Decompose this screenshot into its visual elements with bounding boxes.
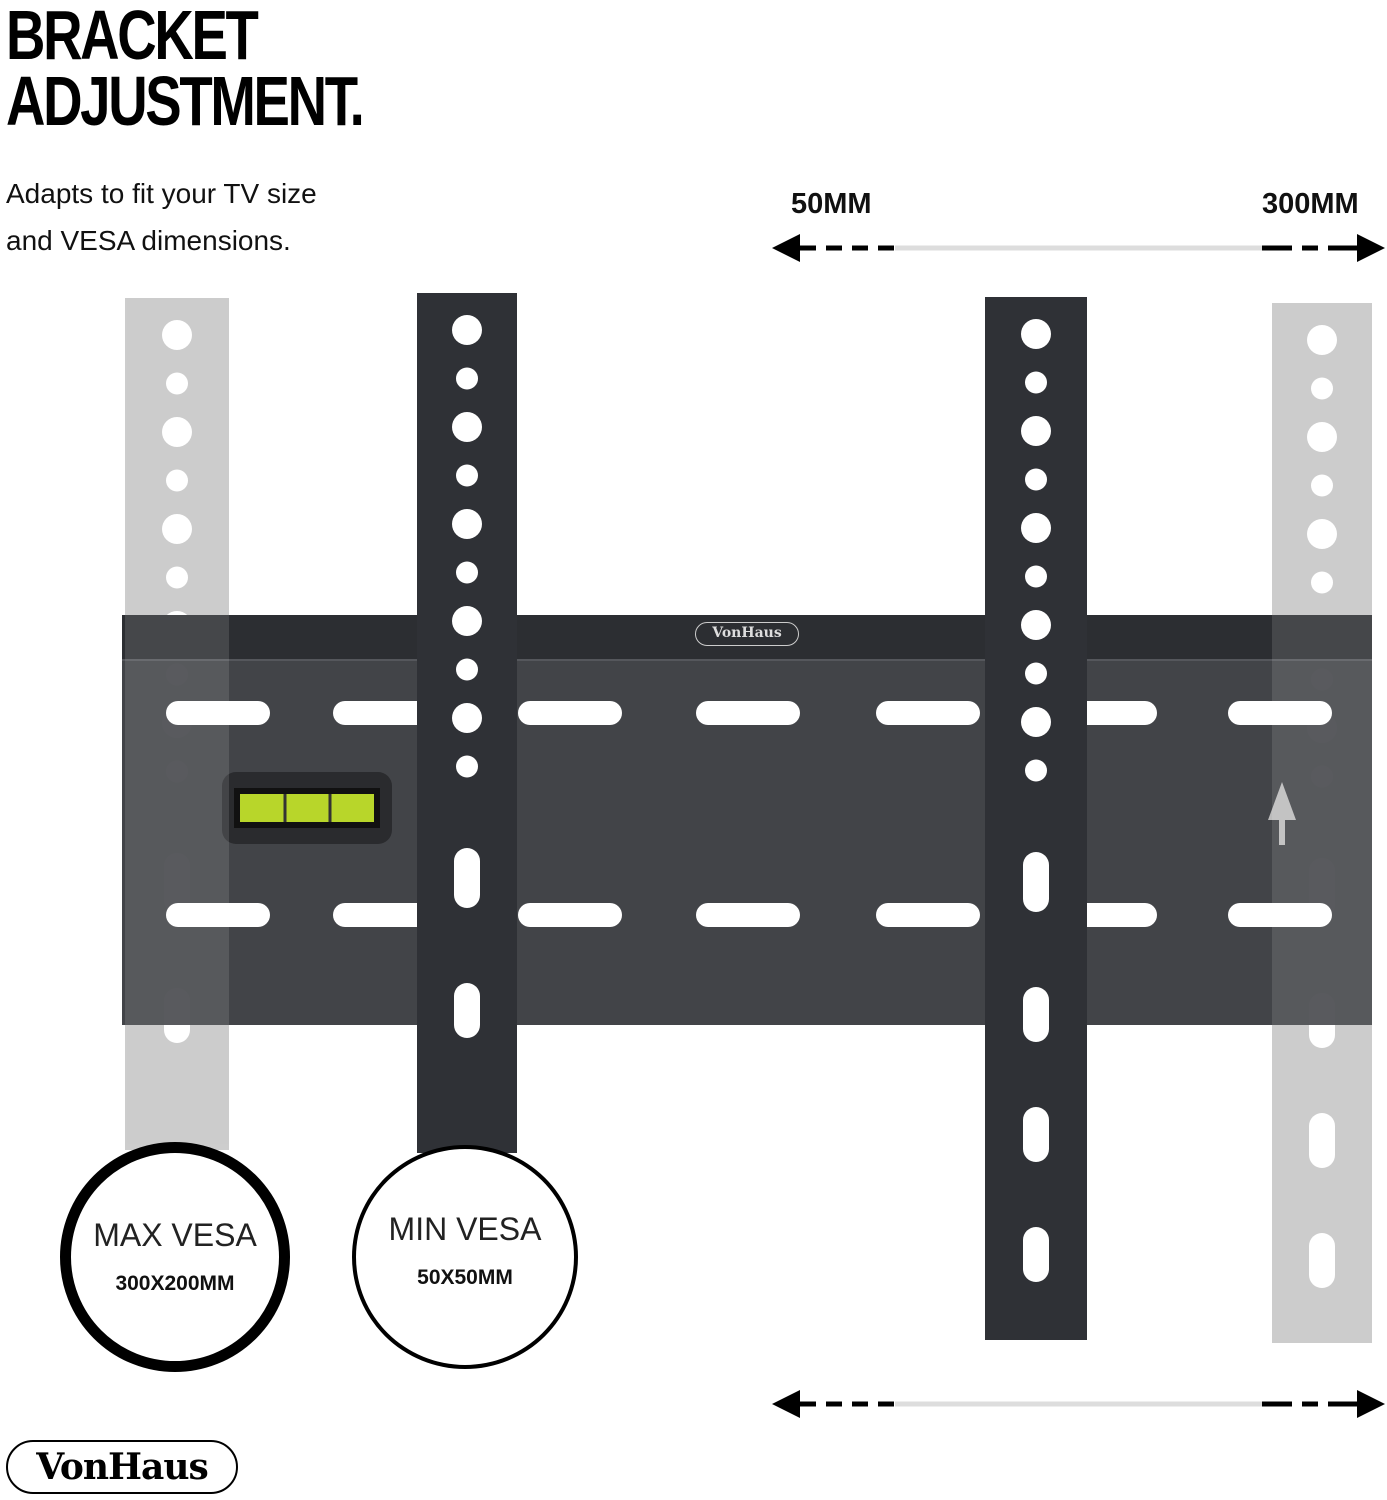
- mounting-hole: [452, 606, 482, 636]
- min-vesa-value: 50X50MM: [417, 1266, 513, 1289]
- plate-slot: [166, 903, 270, 927]
- mounting-hole: [162, 514, 192, 544]
- mounting-hole: [1025, 468, 1047, 491]
- ghost-overlay: [1272, 615, 1372, 1025]
- vesa-bar-right-body: [985, 297, 1087, 1340]
- up-arrow-icon: [1268, 782, 1296, 845]
- plate-slot: [333, 701, 437, 725]
- max-vesa-badge: MAX VESA 300X200MM: [60, 1142, 290, 1372]
- mounting-slot: [1023, 1107, 1049, 1162]
- mounting-hole: [1311, 377, 1333, 400]
- plate-slot: [518, 903, 622, 927]
- plate-slot: [696, 903, 800, 927]
- top-dimension-arrow: [772, 234, 1385, 262]
- min-width-label: 50MM: [791, 188, 872, 220]
- arrow-right-icon: [1357, 234, 1385, 262]
- bottom-dimension-arrow: [772, 1390, 1385, 1418]
- mounting-slot: [1309, 1113, 1335, 1168]
- max-vesa-value: 300X200MM: [115, 1272, 235, 1295]
- mounting-hole: [456, 367, 478, 390]
- heading-line-1: BRACKET: [6, 0, 259, 74]
- mounting-hole: [1021, 416, 1051, 446]
- plate-slot: [876, 903, 980, 927]
- mounting-hole: [1021, 319, 1051, 349]
- plate-slot: [1228, 701, 1332, 725]
- mounting-hole: [166, 372, 188, 395]
- mounting-hole: [1025, 371, 1047, 394]
- mounting-hole: [1025, 662, 1047, 685]
- plate-slot: [1228, 903, 1332, 927]
- vesa-bar-right: [985, 297, 1087, 1340]
- plate-slot: [166, 701, 270, 725]
- mounting-hole: [166, 469, 188, 492]
- brand-logo: VonHaus: [6, 1440, 238, 1494]
- mounting-hole: [1021, 513, 1051, 543]
- mounting-hole: [1025, 759, 1047, 782]
- mounting-hole: [162, 417, 192, 447]
- plate-slot: [518, 701, 622, 725]
- vesa-bar-left: [417, 293, 517, 1153]
- mounting-hole: [456, 464, 478, 487]
- mounting-slot: [454, 848, 480, 908]
- mounting-hole: [1025, 565, 1047, 588]
- mounting-slot: [1023, 987, 1049, 1042]
- max-width-label: 300MM: [1262, 188, 1359, 220]
- min-vesa-badge: MIN VESA 50X50MM: [352, 1145, 578, 1369]
- heading-line-2: ADJUSTMENT.: [6, 62, 365, 140]
- mounting-hole: [452, 412, 482, 442]
- plate-slot: [333, 903, 437, 927]
- mounting-hole: [1307, 519, 1337, 549]
- ghost-overlay: [125, 615, 229, 1025]
- mounting-hole: [1021, 610, 1051, 640]
- subtitle: Adapts to fit your TV size and VESA dime…: [6, 170, 317, 264]
- mounting-hole: [1307, 325, 1337, 355]
- min-vesa-label: MIN VESA: [388, 1211, 542, 1247]
- mounting-hole: [456, 755, 478, 778]
- mounting-hole: [456, 658, 478, 681]
- mounting-slot: [454, 983, 480, 1038]
- mounting-slot: [1023, 852, 1049, 912]
- plate-slot: [876, 701, 980, 725]
- mounting-hole: [166, 566, 188, 589]
- mounting-slot: [1023, 1227, 1049, 1282]
- level-bubble: [240, 794, 374, 822]
- arrow-left-icon: [772, 1390, 800, 1418]
- mounting-hole: [452, 509, 482, 539]
- plate-slot: [696, 701, 800, 725]
- subtitle-line-1: Adapts to fit your TV size: [6, 178, 317, 209]
- arrow-left-icon: [772, 234, 800, 262]
- arrow-right-icon: [1357, 1390, 1385, 1418]
- mounting-hole: [1311, 571, 1333, 594]
- mounting-hole: [1307, 422, 1337, 452]
- plate-logo: VonHaus: [695, 622, 799, 646]
- mounting-hole: [1021, 707, 1051, 737]
- mounting-hole: [1311, 474, 1333, 497]
- mounting-hole: [162, 320, 192, 350]
- heading: BRACKET ADJUSTMENT.: [6, 0, 365, 140]
- max-vesa-label: MAX VESA: [93, 1217, 257, 1253]
- mounting-hole: [456, 561, 478, 584]
- mounting-slot: [1309, 1233, 1335, 1288]
- subtitle-line-2: and VESA dimensions.: [6, 225, 291, 256]
- mounting-hole: [452, 315, 482, 345]
- mounting-hole: [452, 703, 482, 733]
